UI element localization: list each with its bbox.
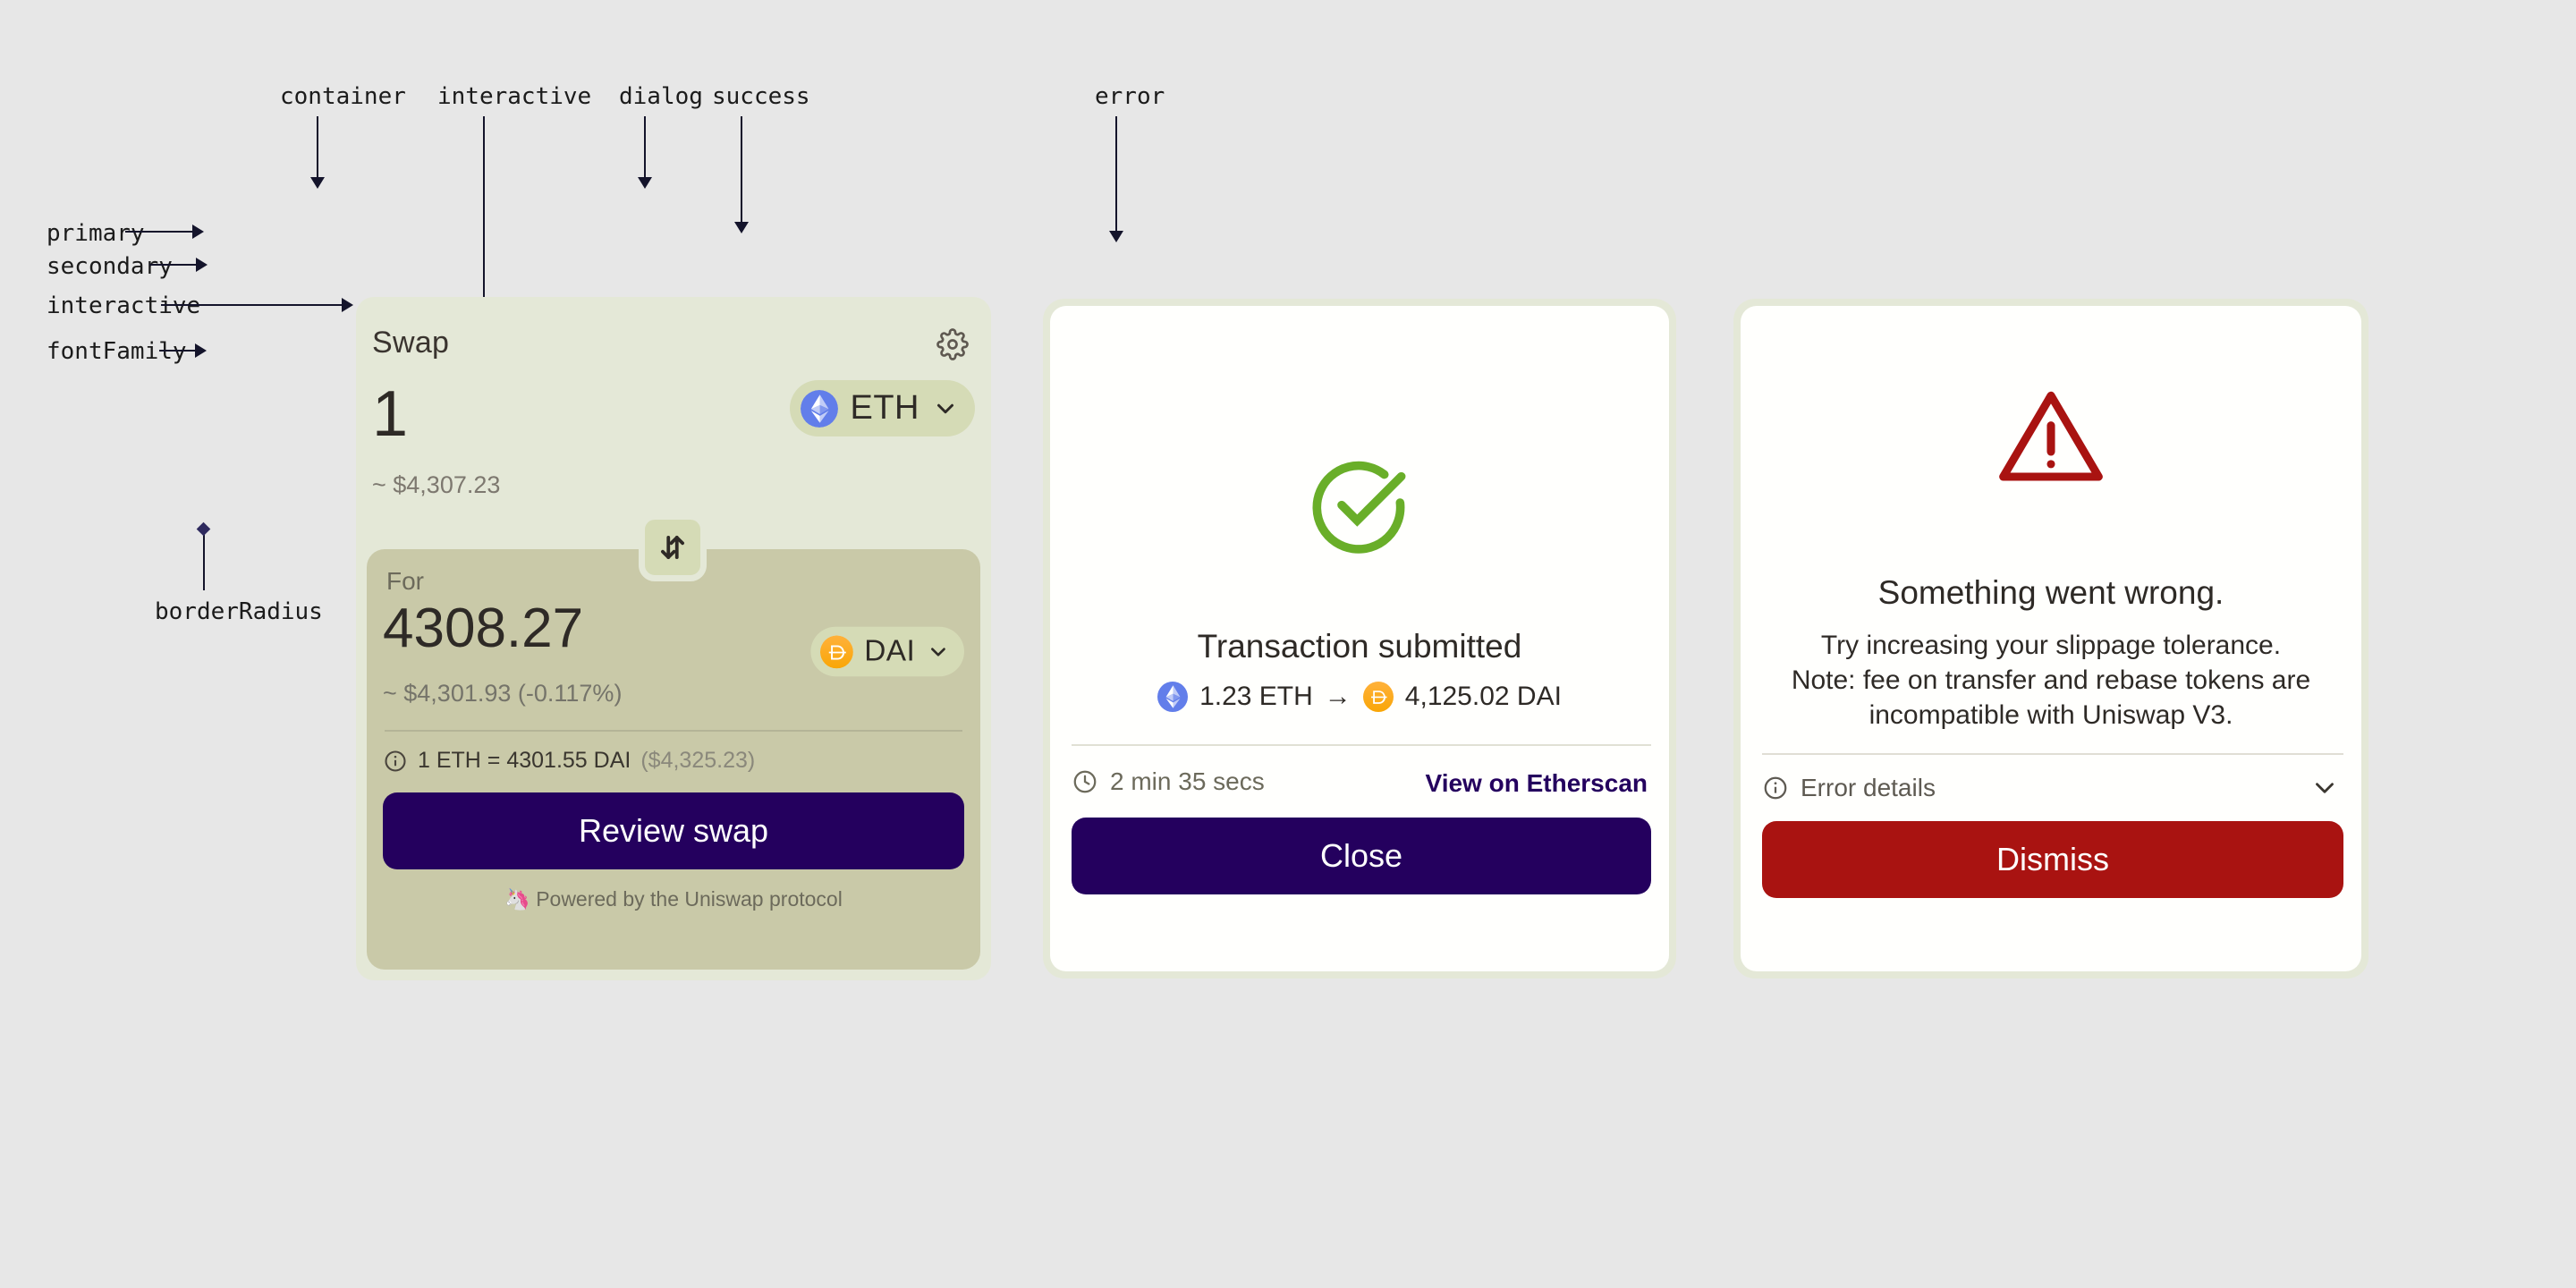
dai-icon <box>1362 682 1394 712</box>
arrow-right-icon: → <box>1324 682 1352 711</box>
success-check-icon <box>1312 461 1406 554</box>
error-message-line3: incompatible with Uniswap V3. <box>1868 700 2233 730</box>
review-swap-button[interactable]: Review swap <box>383 792 964 869</box>
error-details-toggle[interactable]: Error details <box>1762 773 2340 803</box>
sell-usd-value: ~ $4,307.23 <box>372 471 501 498</box>
leader-arrow-fontfamily <box>195 343 207 358</box>
annotation-interactive-left: interactive <box>47 292 201 319</box>
leader-line-primary <box>125 231 192 233</box>
leader-arrow-primary <box>192 225 204 239</box>
leader-line-error <box>1115 116 1117 231</box>
ethereum-icon <box>800 389 838 428</box>
leader-line-borderradius <box>203 530 205 590</box>
error-message: Try increasing your slippage tolerance. … <box>1771 628 2331 733</box>
leader-line-success <box>741 116 742 222</box>
annotation-dialog: dialog <box>619 83 703 110</box>
dialog-title: Transaction submitted <box>1197 628 1522 665</box>
view-on-etherscan-link[interactable]: View on Etherscan <box>1425 769 1648 797</box>
error-message-line2: Note: fee on transfer and rebase tokens … <box>1791 665 2311 695</box>
page-title: Swap <box>372 326 450 360</box>
info-icon <box>1764 776 1787 800</box>
annotation-borderradius: borderRadius <box>155 598 323 625</box>
powered-by-row: 🦄 Powered by the Uniswap protocol <box>367 887 980 911</box>
divider <box>1072 744 1651 746</box>
buy-token-symbol: DAI <box>864 634 916 668</box>
ethereum-icon <box>1157 682 1189 712</box>
sell-token-selector[interactable]: ETH <box>789 380 975 436</box>
annotation-error: error <box>1095 83 1165 110</box>
close-button[interactable]: Close <box>1072 818 1651 894</box>
leader-arrow-container <box>310 177 325 189</box>
route-from-amount: 1.23 ETH <box>1199 682 1313 711</box>
route-to-amount: 4,125.02 DAI <box>1404 682 1562 711</box>
buy-amount-input[interactable]: 4308.27 <box>383 597 584 659</box>
leader-arrow-secondary <box>196 258 208 272</box>
divider <box>1762 753 2343 755</box>
annotation-success: success <box>712 83 810 110</box>
leader-line-interactive-top <box>483 116 485 419</box>
buy-usd-value: ~ $4,301.93 (-0.117%) <box>383 680 623 707</box>
leader-arrow-success <box>734 222 749 233</box>
transaction-dialog: Transaction submitted 1.23 ETH → <box>1050 306 1669 971</box>
annotation-interactive-top: interactive <box>437 83 592 110</box>
sell-amount-input[interactable]: 1 <box>372 378 409 450</box>
annotation-container: container <box>280 83 406 110</box>
chevron-down-icon <box>937 403 953 413</box>
swap-container: Swap 1 ~ $4,307.23 ETH <box>356 297 991 980</box>
info-icon <box>385 750 406 772</box>
error-title: Something went wrong. <box>1877 574 2224 611</box>
annotation-fontfamily: fontFamily <box>47 338 187 365</box>
leader-line-interactive-left <box>161 304 342 306</box>
chevron-down-icon <box>2316 783 2334 793</box>
leader-line-container <box>317 116 318 177</box>
leader-line-fontfamily <box>159 350 195 352</box>
annotation-primary: primary <box>47 220 145 247</box>
clock-icon <box>1073 770 1097 793</box>
divider <box>385 730 962 732</box>
sell-token-symbol: ETH <box>850 389 919 427</box>
error-details-left: Error details <box>1762 774 1936 802</box>
leader-arrow-dialog <box>638 177 652 189</box>
buy-module: For 4308.27 ~ $4,301.93 (-0.117%) DAI <box>367 549 980 970</box>
exchange-rate-row[interactable]: 1 ETH = 4301.55 DAI ($4,325.23) <box>383 748 755 774</box>
error-dialog-frame: Something went wrong. Try increasing you… <box>1733 299 2368 979</box>
unicorn-icon: 🦄 <box>504 887 530 911</box>
arrows-up-down-icon <box>661 536 684 559</box>
exchange-rate-text: 1 ETH = 4301.55 DAI <box>418 748 631 773</box>
transaction-dialog-frame: Transaction submitted 1.23 ETH → <box>1043 299 1676 979</box>
leader-line-secondary <box>149 264 196 266</box>
leader-arrow-error <box>1109 231 1123 242</box>
settings-gear-button[interactable] <box>932 324 973 365</box>
annotation-secondary: secondary <box>47 253 173 280</box>
buy-token-selector[interactable]: DAI <box>810 626 964 677</box>
error-dialog: Something went wrong. Try increasing you… <box>1741 306 2361 971</box>
error-details-label: Error details <box>1801 774 1936 801</box>
leader-line-dialog <box>644 116 646 177</box>
chevron-down-icon <box>931 647 945 657</box>
dai-icon <box>820 635 854 668</box>
exchange-rate-usd: ($4,325.23) <box>640 748 756 773</box>
transaction-timer: 2 min 35 secs <box>1072 767 1265 796</box>
powered-by-label: Powered by the Uniswap protocol <box>536 887 843 911</box>
timer-text: 2 min 35 secs <box>1110 767 1265 795</box>
error-message-line1: Try increasing your slippage tolerance. <box>1820 631 2282 660</box>
warning-triangle-icon <box>1999 391 2103 481</box>
leader-arrow-interactive-left <box>342 298 353 312</box>
dismiss-button[interactable]: Dismiss <box>1762 821 2343 898</box>
transaction-route: 1.23 ETH → 4,125.02 DAI <box>1050 682 1669 712</box>
gear-icon <box>936 328 969 360</box>
leader-dot-borderradius <box>196 521 211 537</box>
buy-label: For <box>386 567 424 595</box>
switch-tokens-button[interactable] <box>639 513 707 581</box>
